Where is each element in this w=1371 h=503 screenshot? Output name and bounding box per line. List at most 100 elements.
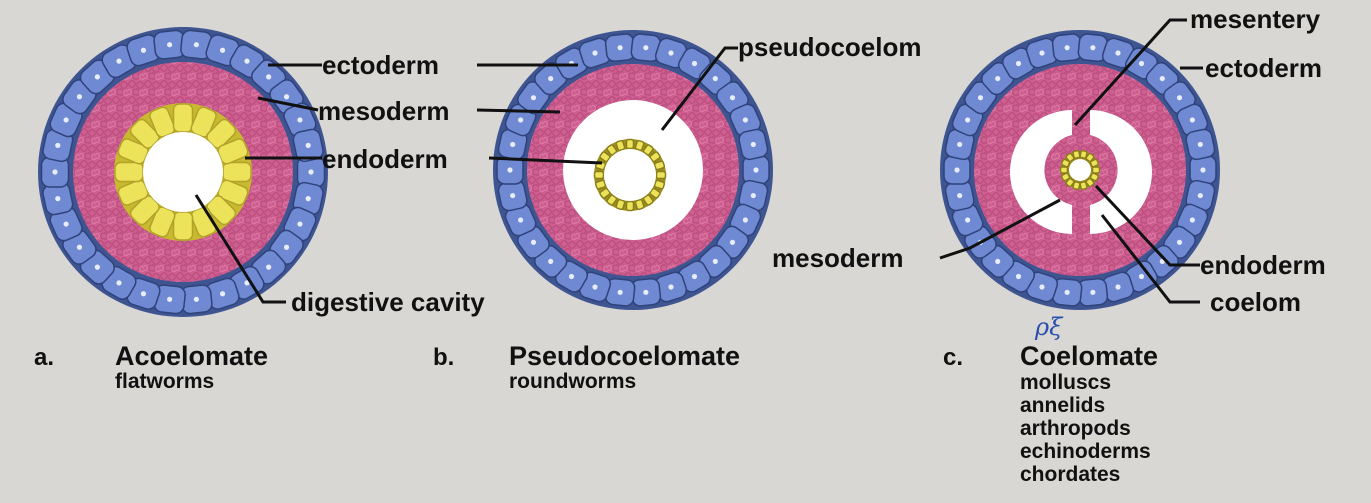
cell-nucleus [266,74,272,80]
cell-nucleus [76,94,83,100]
cell-nucleus [507,167,513,173]
panel-example-c-1: annelids [1020,394,1105,417]
cell-nucleus [548,75,554,82]
cell-nucleus [1115,284,1121,290]
ectoderm-cells-c [943,33,1217,307]
leader-mesoderm [257,96,319,112]
cell-nucleus [548,258,554,265]
cell [649,187,661,199]
cell-nucleus [1064,289,1070,295]
pseudocoelomate-diagram [493,30,773,310]
panel-example-a-0: flatworms [115,370,214,393]
leader-endoderm-c [1094,184,1200,267]
cell [642,194,654,206]
label-endoderm: endoderm [322,144,448,174]
cell-nucleus [1159,75,1165,82]
cell-nucleus [283,94,290,100]
cell-nucleus [617,289,623,295]
label-ectoderm: ectoderm [322,50,439,80]
cell-nucleus [977,95,984,101]
cell-nucleus [1189,217,1195,223]
cell [625,138,635,150]
cell-nucleus [957,192,963,199]
cell-nucleus [94,264,100,270]
label-coelom: coelom [1210,287,1301,317]
leader-digestive-cavity [194,194,286,304]
leader-coelom [1100,214,1200,304]
cell-nucleus [63,221,69,227]
cell [615,139,626,152]
cell-nucleus [1015,273,1022,280]
cell-nucleus [1090,289,1096,295]
cell-nucleus [1138,60,1145,67]
cell-nucleus [691,60,698,67]
cell-nucleus [308,169,314,175]
cell-nucleus [530,95,537,101]
cell [1072,181,1081,191]
cell-nucleus [643,45,649,51]
label-pseudocoelom: pseudocoelom [738,32,921,62]
cell-nucleus [518,217,524,223]
cell-nucleus [510,141,516,148]
cell-nucleus [1138,273,1145,280]
cell-nucleus [55,142,61,148]
cell-nucleus [167,42,173,48]
cell-nucleus [750,141,756,148]
cell-nucleus [116,280,122,286]
cell-nucleus [1197,192,1203,199]
cell [1089,172,1100,182]
cell-nucleus [193,296,199,302]
cell [1059,166,1069,174]
cell [172,211,194,241]
panel-example-b-0: roundworms [509,370,636,393]
cell-nucleus [1015,60,1022,67]
cell-nucleus [167,296,173,302]
cell-nucleus [116,58,122,64]
cell-nucleus [283,244,290,250]
cell-nucleus [691,273,698,280]
gut-cavity-c [1069,159,1091,181]
cell [114,161,144,183]
cell-nucleus [1115,50,1121,56]
cell [634,198,645,211]
coelom-right [1090,110,1152,234]
leader-mesentery [1073,18,1187,127]
cell [1065,177,1075,188]
acoelomate-diagram [38,27,328,317]
label-mesoderm: mesoderm [318,96,450,126]
cell-nucleus [244,58,250,64]
endoderm-cells-c [1059,149,1101,191]
panel-example-c-2: arthropods [1020,417,1131,440]
panel-example-c-0: molluscs [1020,371,1111,394]
cell-nucleus [729,95,736,101]
cell [1089,158,1100,168]
leader-endoderm-shared [488,156,603,165]
leader-mesoderm-c [939,198,1061,260]
cell-nucleus [957,141,963,148]
label-ectoderm-c: ectoderm [1205,53,1322,83]
cell-nucleus [617,45,623,51]
cell [1072,149,1081,159]
cell-nucleus [297,117,303,123]
cell-nucleus [965,217,971,223]
cell-nucleus [1200,167,1206,173]
cell [606,194,618,206]
cell-nucleus [742,217,748,223]
cell-nucleus [219,47,226,53]
panel-example-c-3: echinoderms [1020,440,1151,463]
cell [1091,166,1101,174]
endoderm-cells [114,103,252,241]
leader-pseudocoelom [660,46,738,131]
cell-nucleus [668,50,674,56]
cell [649,151,661,163]
cell-nucleus [530,239,537,245]
panel-letter-b: b. [433,344,454,371]
cell [599,151,611,163]
cell-nucleus [1189,117,1195,123]
cell-nucleus [219,291,226,297]
cell-nucleus [76,244,83,250]
cell [1079,181,1088,191]
cell-nucleus [140,47,147,53]
cell [599,187,611,199]
